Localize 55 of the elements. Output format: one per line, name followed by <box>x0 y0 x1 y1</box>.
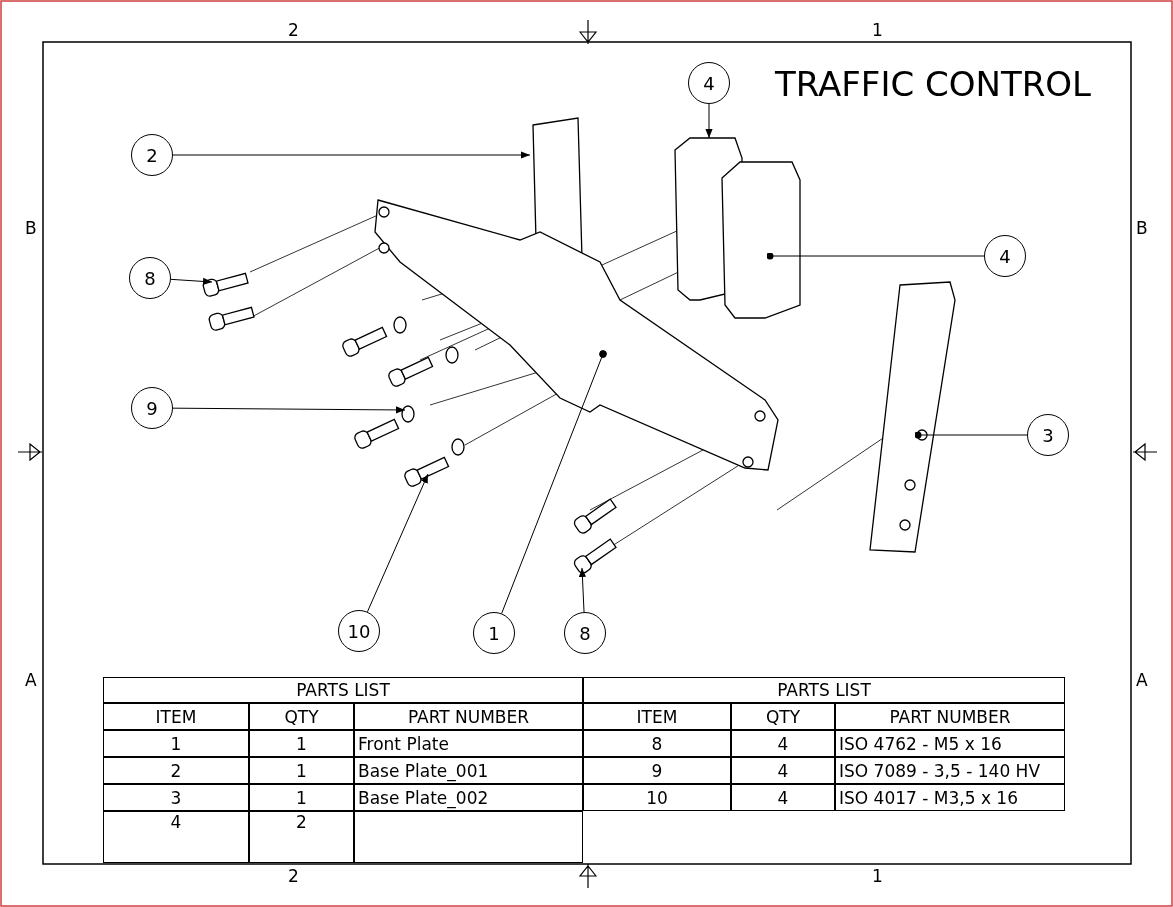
item-number: 1 <box>103 730 249 757</box>
balloon-callout: 4 <box>688 62 730 104</box>
leader-line <box>172 406 406 414</box>
leader-line <box>501 350 607 614</box>
balloon-callout: 10 <box>338 610 380 652</box>
part-number: Front Plate <box>354 730 583 757</box>
column-header: QTY <box>731 703 835 730</box>
quantity: 4 <box>731 730 835 757</box>
zone-marker: 1 <box>872 866 883 886</box>
zone-marker: B <box>25 218 37 238</box>
quantity: 4 <box>731 784 835 811</box>
balloon-callout: 8 <box>129 257 171 299</box>
quantity: 1 <box>249 730 354 757</box>
item-number: 3 <box>103 784 249 811</box>
leader-line <box>172 151 531 159</box>
balloon-callout: 1 <box>473 612 515 654</box>
balloon-callout: 8 <box>564 612 606 654</box>
item-number: 2 <box>103 757 249 784</box>
balloon-callout: 4 <box>984 235 1026 277</box>
part-number: Base Plate_001 <box>354 757 583 784</box>
item-number: 8 <box>583 730 731 757</box>
column-header: ITEM <box>583 703 731 730</box>
quantity: 1 <box>249 757 354 784</box>
part-number: ISO 4017 - M3,5 x 16 <box>835 784 1065 811</box>
zone-marker: 1 <box>872 20 883 40</box>
zone-marker: A <box>1136 670 1148 690</box>
balloon-callout: 9 <box>131 387 173 429</box>
part-number: ISO 7089 - 3,5 - 140 HV <box>835 757 1065 784</box>
item-number: 9 <box>583 757 731 784</box>
item-number: 10 <box>583 784 731 811</box>
part-number: Base Plate_002 <box>354 784 583 811</box>
leader-line <box>366 473 429 613</box>
quantity: 1 <box>249 784 354 811</box>
leader-line <box>578 567 586 613</box>
column-header: ITEM <box>103 703 249 730</box>
column-header: PART NUMBER <box>835 703 1065 730</box>
balloon-callout: 3 <box>1027 414 1069 456</box>
zone-marker: 2 <box>288 20 299 40</box>
leader-line <box>170 277 213 285</box>
zone-marker: A <box>25 670 37 690</box>
part-number: ISO 4762 - M5 x 16 <box>835 730 1065 757</box>
leader-line <box>705 103 713 139</box>
balloon-callout: 2 <box>131 134 173 176</box>
column-header: PART NUMBER <box>354 703 583 730</box>
zone-marker: 2 <box>288 866 299 886</box>
column-header: QTY <box>249 703 354 730</box>
parts-list-title: PARTS LIST <box>103 677 583 703</box>
drawing-title: TRAFFIC CONTROL <box>775 64 1091 104</box>
parts-list-title: PARTS LIST <box>583 677 1065 703</box>
leader-line <box>766 252 985 260</box>
quantity: 2 <box>249 811 354 863</box>
leader-line <box>914 431 1028 439</box>
zone-marker: B <box>1136 218 1148 238</box>
quantity: 4 <box>731 757 835 784</box>
item-number: 4 <box>103 811 249 863</box>
